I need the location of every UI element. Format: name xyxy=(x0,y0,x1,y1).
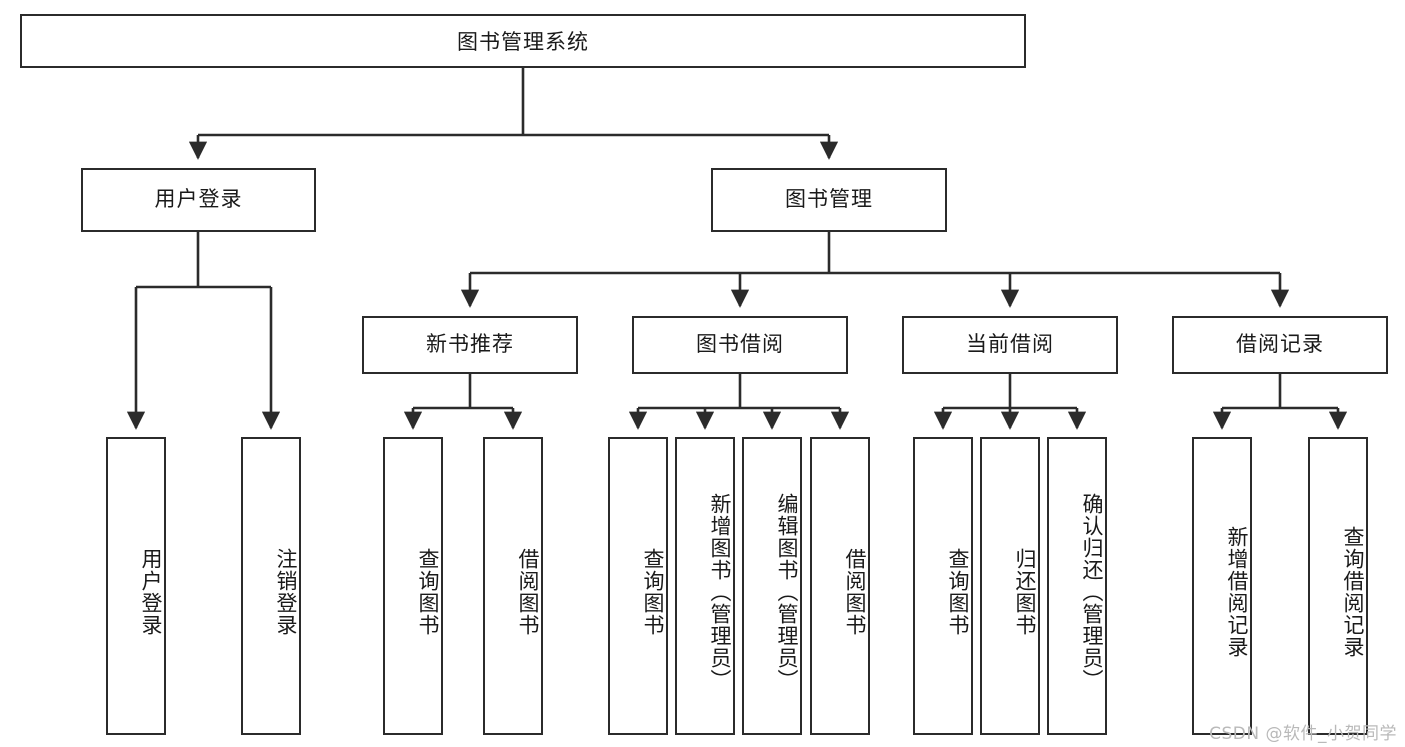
leaf-query-book-current[interactable]: 查询图书 xyxy=(913,437,973,735)
leaf-confirm-return-admin[interactable]: 确认归还（管理员） xyxy=(1047,437,1107,735)
node-current-borrow[interactable]: 当前借阅 xyxy=(902,316,1118,374)
leaf-add-book-admin[interactable]: 新增图书（管理员） xyxy=(675,437,735,735)
node-book-borrow[interactable]: 图书借阅 xyxy=(632,316,848,374)
leaf-borrow-book-recommend[interactable]: 借阅图书 xyxy=(483,437,543,735)
node-label: 确认归还（管理员） xyxy=(1080,493,1104,691)
node-label: 借阅图书 xyxy=(843,548,867,636)
node-label: 借阅图书 xyxy=(516,548,540,636)
node-user-login[interactable]: 用户登录 xyxy=(81,168,316,232)
node-borrow-record[interactable]: 借阅记录 xyxy=(1172,316,1388,374)
node-new-book-recommend[interactable]: 新书推荐 xyxy=(362,316,578,374)
node-label: 当前借阅 xyxy=(966,332,1054,357)
node-label: 新增借阅记录 xyxy=(1225,526,1249,658)
leaf-logout[interactable]: 注销登录 xyxy=(241,437,301,735)
leaf-add-borrow-record[interactable]: 新增借阅记录 xyxy=(1192,437,1252,735)
leaf-edit-book-admin[interactable]: 编辑图书（管理员） xyxy=(742,437,802,735)
node-label: 图书借阅 xyxy=(696,332,784,357)
node-label: 查询图书 xyxy=(641,548,665,636)
node-label: 查询借阅记录 xyxy=(1341,526,1365,658)
leaf-borrow-book[interactable]: 借阅图书 xyxy=(810,437,870,735)
leaf-query-book-borrow[interactable]: 查询图书 xyxy=(608,437,668,735)
node-label: 用户登录 xyxy=(139,548,163,636)
leaf-query-book-recommend[interactable]: 查询图书 xyxy=(383,437,443,735)
node-label: 用户登录 xyxy=(154,187,243,212)
node-label: 新增图书（管理员） xyxy=(708,493,732,691)
node-label: 新书推荐 xyxy=(426,332,514,357)
node-label: 查询图书 xyxy=(416,548,440,636)
node-label: 图书管理 xyxy=(785,187,873,212)
node-label: 注销登录 xyxy=(274,548,298,636)
node-label: 编辑图书（管理员） xyxy=(775,493,799,691)
node-label: 查询图书 xyxy=(946,548,970,636)
node-root-system[interactable]: 图书管理系统 xyxy=(20,14,1026,68)
leaf-query-borrow-record[interactable]: 查询借阅记录 xyxy=(1308,437,1368,735)
node-label: 归还图书 xyxy=(1013,548,1037,636)
leaf-return-book[interactable]: 归还图书 xyxy=(980,437,1040,735)
node-label: 图书管理系统 xyxy=(457,30,589,54)
leaf-user-login[interactable]: 用户登录 xyxy=(106,437,166,735)
node-label: 借阅记录 xyxy=(1236,332,1324,357)
node-book-management[interactable]: 图书管理 xyxy=(711,168,947,232)
watermark-text: CSDN @软件_小贺同学 xyxy=(1209,724,1397,744)
